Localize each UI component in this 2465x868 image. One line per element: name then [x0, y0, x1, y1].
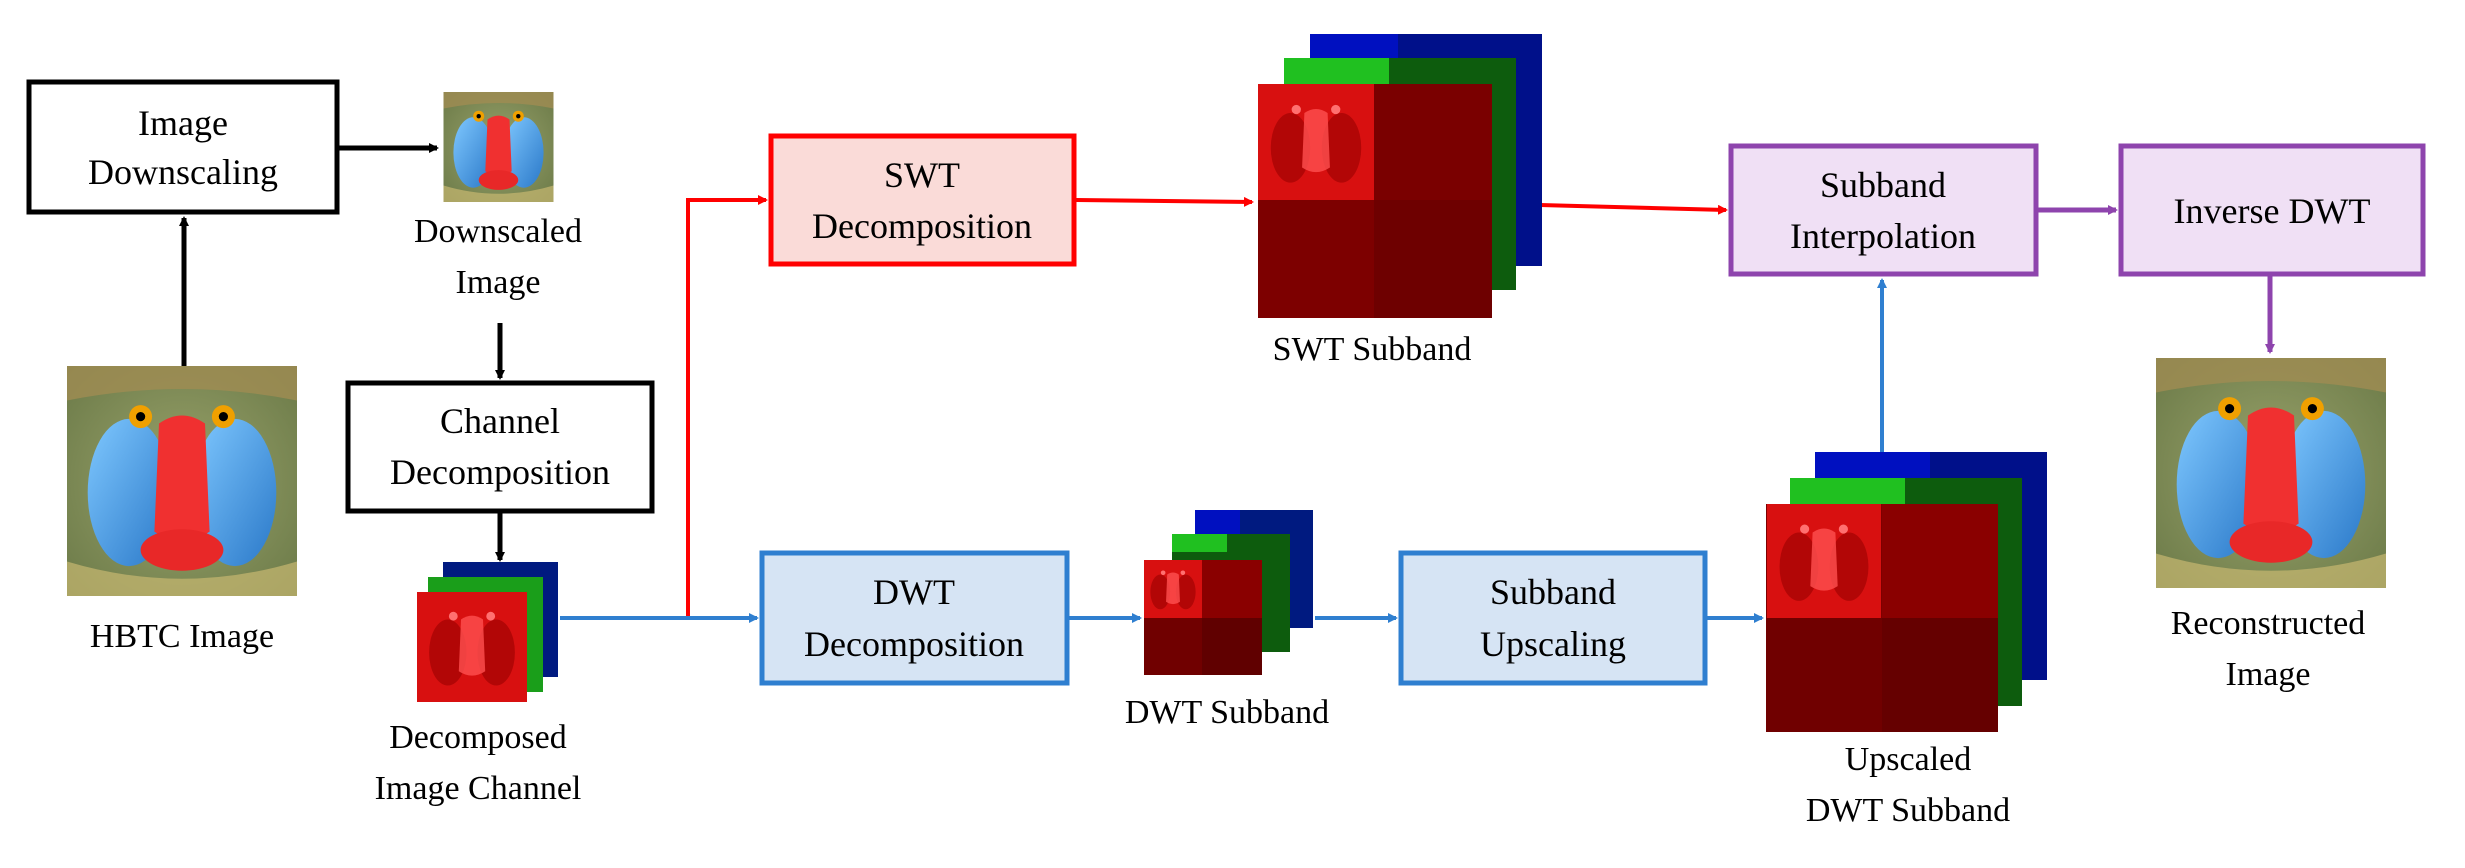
subband-interpolation-label-1: Subband: [1820, 165, 1946, 205]
swt-decomposition-label-2: Decomposition: [812, 206, 1032, 246]
downscaled-image: [443, 92, 554, 202]
swt-decomposition-box: SWT Decomposition: [768, 133, 1077, 267]
dwt-decomposition-box: DWT Decomposition: [759, 550, 1070, 686]
image-downscaling-label-2: Downscaling: [88, 152, 278, 192]
subband-upscaling-label-1: Subband: [1490, 572, 1616, 612]
hbtc-image: [67, 366, 297, 596]
dwt-decomposition-label-1: DWT: [873, 572, 955, 612]
reconstructed-image: [2156, 358, 2386, 588]
subband-upscaling-box: Subband Upscaling: [1398, 550, 1708, 686]
image-downscaling-box: Image Downscaling: [26, 79, 340, 215]
decomposed-channel-stack: [417, 562, 558, 702]
image-downscaling-label-1: Image: [138, 103, 228, 143]
reconstructed-image-caption-2: Image: [2226, 656, 2311, 693]
channel-decomposition-box: Channel Decomposition: [345, 380, 655, 514]
inverse-dwt-label: Inverse DWT: [2174, 191, 2371, 231]
channel-decomposition-label-1: Channel: [440, 401, 560, 441]
decomposed-channel-caption-1: Decomposed: [389, 719, 567, 756]
swt-subband-caption: SWT Subband: [1273, 331, 1472, 368]
subband-interpolation-label-2: Interpolation: [1790, 216, 1976, 256]
dwt-decomposition-label-2: Decomposition: [804, 624, 1024, 664]
hbtc-image-caption: HBTC Image: [90, 618, 274, 655]
swt-decomposition-label-1: SWT: [884, 155, 960, 195]
upscaled-dwt-caption-2: DWT Subband: [1806, 792, 2010, 829]
upscaled-dwt-subband-stack: [1766, 452, 2047, 732]
reconstructed-image-caption-1: Reconstructed: [2171, 605, 2366, 642]
swt-subband-stack: [1258, 34, 1542, 318]
dwt-subband-caption: DWT Subband: [1125, 694, 1329, 731]
subband-interpolation-box: Subband Interpolation: [1728, 143, 2039, 277]
downscaled-image-caption-1: Downscaled: [414, 213, 582, 250]
arrow-branch-to-swt: [686, 195, 768, 618]
upscaled-dwt-caption-1: Upscaled: [1845, 741, 1972, 778]
inverse-dwt-box: Inverse DWT: [2118, 143, 2426, 277]
decomposed-channel-caption-2: Image Channel: [375, 770, 582, 807]
dwt-subband-stack: [1144, 510, 1313, 675]
arrow-swt-subband-to-interp: [1539, 203, 1728, 215]
downscaled-image-caption-2: Image: [456, 264, 541, 301]
subband-upscaling-label-2: Upscaling: [1480, 624, 1626, 664]
channel-decomposition-label-2: Decomposition: [390, 452, 610, 492]
arrow-swt-to-subband: [1075, 196, 1254, 207]
